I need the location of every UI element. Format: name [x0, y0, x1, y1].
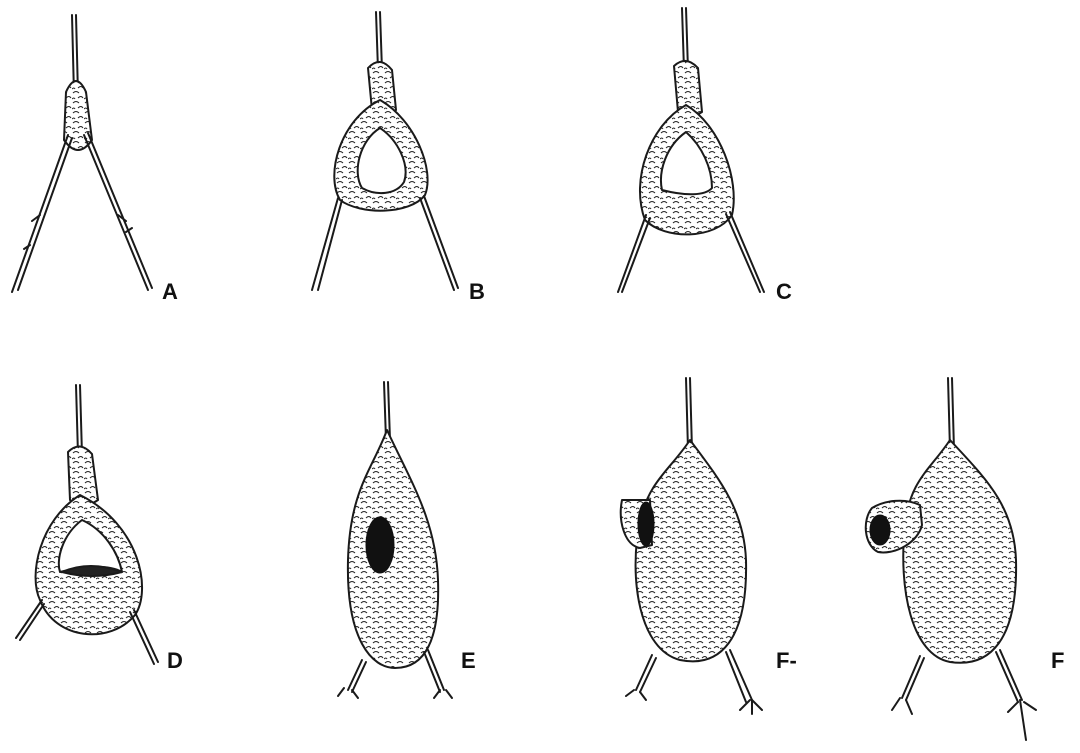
- nest-stage-c-drawing: [618, 8, 764, 292]
- nest-stage-b-drawing: [312, 12, 458, 290]
- nest-stage-d-drawing: [16, 385, 158, 664]
- nest-stage-a-drawing: [12, 15, 152, 292]
- stage-label-d: D: [167, 650, 183, 672]
- nest-stage-f-drawing: [866, 378, 1036, 740]
- stage-label-e: E: [461, 650, 476, 672]
- stage-label-f-minus: F-: [776, 650, 797, 672]
- stage-label-a: A: [162, 281, 178, 303]
- stage-label-b: B: [469, 281, 485, 303]
- nest-stage-f-minus-drawing: [621, 378, 762, 714]
- stage-label-c: C: [776, 281, 792, 303]
- stage-label-f: F: [1051, 650, 1064, 672]
- nest-stage-e-drawing: [338, 382, 452, 698]
